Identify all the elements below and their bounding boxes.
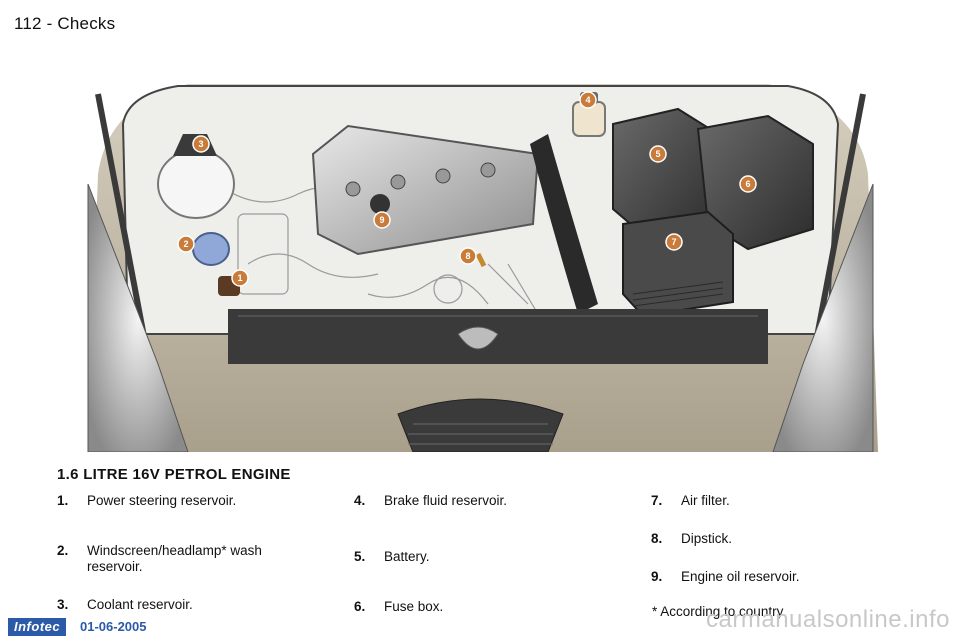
callout-7: 7	[665, 233, 683, 251]
list-item: 1. Power steering reservoir.	[57, 493, 307, 509]
callout-8: 8	[459, 247, 477, 265]
item-text: Brake fluid reservoir.	[384, 493, 508, 508]
item-number: 5.	[354, 549, 366, 564]
item-number: 7.	[651, 493, 663, 508]
list-item: 6. Fuse box.	[354, 599, 604, 615]
callout-6: 6	[739, 175, 757, 193]
svg-text:3: 3	[198, 139, 203, 149]
footnote: * According to country.	[652, 604, 787, 619]
svg-text:9: 9	[379, 215, 384, 225]
infotec-logo: Infotec	[8, 618, 67, 636]
list-item: 7. Air filter.	[651, 493, 901, 509]
callout-3: 3	[192, 135, 210, 153]
section-title: 1.6 LITRE 16V PETROL ENGINE	[57, 466, 291, 483]
item-number: 4.	[354, 493, 366, 508]
list-item: 2. Windscreen/headlamp* wash reservoir.	[57, 543, 292, 575]
item-number: 1.	[57, 493, 69, 508]
page-header: 112 - Checks	[14, 14, 116, 33]
watermark: carmanualsonline.info	[706, 606, 950, 633]
item-text: Power steering reservoir.	[87, 493, 237, 508]
callout-2: 2	[177, 235, 195, 253]
svg-text:4: 4	[585, 95, 590, 105]
item-number: 2.	[57, 543, 69, 558]
svg-text:5: 5	[655, 149, 660, 159]
list-item: 9. Engine oil reservoir.	[651, 569, 901, 585]
item-text: Dipstick.	[681, 531, 733, 546]
item-text: Battery.	[384, 549, 430, 564]
item-number: 8.	[651, 531, 663, 546]
svg-text:8: 8	[465, 251, 470, 261]
item-text: Fuse box.	[384, 599, 444, 614]
svg-text:6: 6	[745, 179, 750, 189]
list-item: 8. Dipstick.	[651, 531, 901, 547]
item-number: 9.	[651, 569, 663, 584]
svg-text:7: 7	[671, 237, 676, 247]
footer-date: 01-06-2005	[80, 619, 147, 634]
item-text: Engine oil reservoir.	[681, 569, 800, 584]
item-text: Air filter.	[681, 493, 730, 508]
item-text: Windscreen/headlamp* wash reservoir.	[87, 543, 262, 574]
list-item: 3. Coolant reservoir.	[57, 597, 307, 613]
item-text: Coolant reservoir.	[87, 597, 193, 612]
callout-5: 5	[649, 145, 667, 163]
list-item: 4. Brake fluid reservoir.	[354, 493, 604, 509]
item-number: 3.	[57, 597, 69, 612]
engine-bay-illustration: 1 2 3 4 5 6 7	[68, 64, 892, 452]
callout-9: 9	[373, 211, 391, 229]
callout-4: 4	[579, 91, 597, 109]
callout-1: 1	[231, 269, 249, 287]
item-number: 6.	[354, 599, 366, 614]
list-item: 5. Battery.	[354, 549, 604, 565]
svg-text:1: 1	[237, 273, 242, 283]
svg-text:2: 2	[183, 239, 188, 249]
